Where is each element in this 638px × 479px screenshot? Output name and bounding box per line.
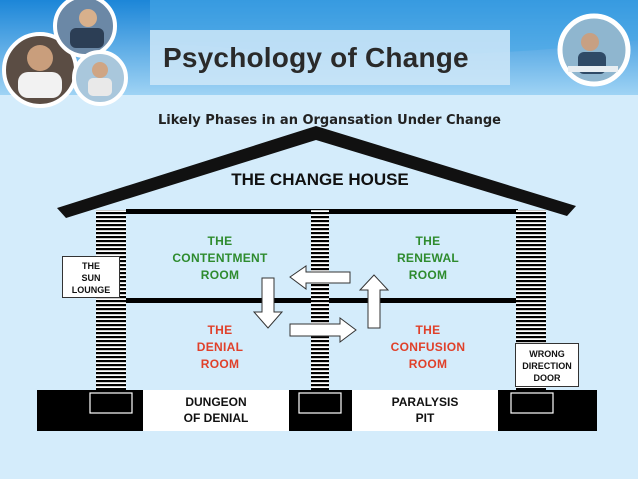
people-photo-collage [2,0,128,108]
denial-line-3: ROOM [200,357,240,371]
foundation-window-center [298,392,342,414]
denial-room: THE DENIAL ROOM [170,322,270,373]
denial-line-2: DENIAL [196,340,244,354]
paralysis-pit: PARALYSIS PIT [352,390,498,431]
renewal-line-3: ROOM [408,268,448,282]
page-subtitle: Likely Phases in an Organsation Under Ch… [158,113,501,128]
renewal-room: THE RENEWAL ROOM [378,233,478,284]
paralysis-line-1: PARALYSIS [391,395,459,409]
confusion-line-3: ROOM [408,357,448,371]
denial-line-1: THE [207,323,233,337]
contentment-line-3: ROOM [200,268,240,282]
wrong-direction-line-3: DOOR [533,373,561,383]
confusion-line-2: CONFUSION [390,340,466,354]
wrong-direction-line-2: DIRECTION [522,361,572,371]
sun-lounge-line-3: LOUNGE [71,285,111,295]
left-brick-pillar [96,210,126,392]
arrow-down-to-denial [252,277,284,329]
sun-lounge-box: THE SUN LOUNGE [62,256,120,298]
foundation-window-left [89,392,133,414]
dungeon-line-1: DUNGEON [185,395,247,409]
center-brick-pillar [311,210,329,392]
business-person-photo [557,13,631,87]
sun-lounge-line-1: THE [82,261,100,271]
confusion-room: THE CONFUSION ROOM [378,322,478,373]
renewal-line-1: THE [415,234,441,248]
contentment-line-1: THE [207,234,233,248]
dungeon-of-denial: DUNGEON OF DENIAL [143,390,289,431]
paralysis-line-2: PIT [415,411,435,425]
contentment-room: THE CONTENTMENT ROOM [160,233,280,284]
contentment-line-2: CONTENTMENT [172,251,268,265]
confusion-line-1: THE [415,323,441,337]
wrong-direction-line-1: WRONG [529,349,565,359]
page-title: Psychology of Change [163,42,469,73]
arrow-right-to-confusion [289,317,357,343]
arrow-left-to-contentment [289,265,351,290]
renewal-line-2: RENEWAL [396,251,460,265]
foundation-window-right [510,392,554,414]
arrow-up-to-renewal [358,274,390,329]
dungeon-line-2: OF DENIAL [183,411,249,425]
wrong-direction-door-box: WRONG DIRECTION DOOR [515,343,579,387]
house-title: THE CHANGE HOUSE [231,170,409,189]
sun-lounge-line-2: SUN [81,273,101,283]
